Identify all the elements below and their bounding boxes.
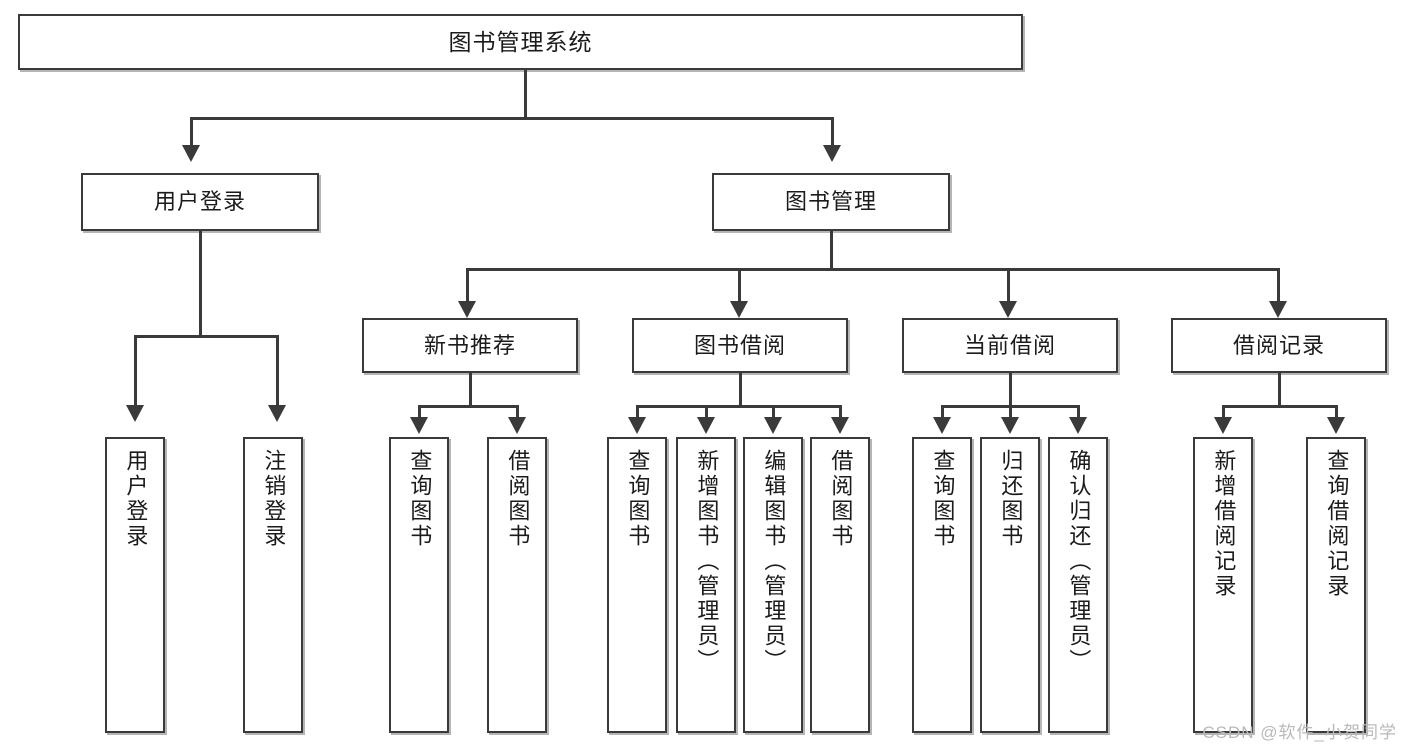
arrowhead-nbr-leaf-2 [508,417,526,434]
connector-cb-drop-2 [1009,405,1012,419]
arrowhead-nbr-leaf-1 [410,417,428,434]
connector-bm-drop-1 [466,268,469,304]
leaf-bb-borrow-book[interactable]: 借阅图书 [810,437,870,733]
connector-bb-drop-2 [705,405,708,419]
leaf-br-add-record[interactable]: 新增借阅记录 [1193,437,1253,733]
node-label: 图书管理 [784,189,877,215]
arrowhead-br-leaf-2 [1327,417,1345,434]
node-root-system[interactable]: 图书管理系统 [18,14,1023,70]
arrowhead-leaf-user-login [126,405,144,422]
arrowhead-cb-leaf-1 [933,417,951,434]
arrowhead-bb-leaf-1 [628,417,646,434]
leaf-label: 编辑图书（管理员） [761,449,787,674]
connector-root-drop-left [190,117,193,147]
arrowhead-bb-leaf-2 [697,417,715,434]
arrowhead-new-book-recommend [458,301,476,318]
leaf-bb-edit-book-admin[interactable]: 编辑图书（管理员） [743,437,803,733]
leaf-label: 归还图书 [998,449,1024,549]
connector-bm-drop-2 [738,268,741,304]
connector-br-stem [1278,373,1281,408]
connector-user-login-drop-1 [134,335,137,407]
leaf-br-query-record[interactable]: 查询借阅记录 [1306,437,1366,733]
connector-nbr-bus [418,405,519,408]
connector-cb-stem [1009,373,1012,408]
node-label: 用户登录 [153,189,246,215]
node-book-borrow[interactable]: 图书借阅 [632,318,848,373]
leaf-cb-confirm-return-admin[interactable]: 确认归还（管理员） [1048,437,1108,733]
leaf-label: 新增图书（管理员） [694,449,720,674]
arrowhead-bb-leaf-3 [764,417,782,434]
connector-bm-drop-4 [1277,268,1280,304]
node-label: 当前借阅 [963,332,1056,358]
leaf-label: 查询图书 [407,449,433,549]
leaf-label: 查询图书 [930,449,956,549]
node-label: 图书借阅 [693,332,786,358]
node-label: 图书管理系统 [448,28,593,55]
leaf-nbr-borrow-book[interactable]: 借阅图书 [487,437,547,733]
connector-bb-drop-1 [636,405,639,419]
connector-root-drop-right [831,117,834,147]
arrowhead-br-leaf-1 [1214,417,1232,434]
leaf-cb-return-book[interactable]: 归还图书 [980,437,1040,733]
connector-book-manage-bus [466,268,1280,271]
connector-cb-drop-3 [1077,405,1080,419]
connector-bb-stem [739,373,742,408]
connector-cb-drop-1 [941,405,944,419]
leaf-label: 查询借阅记录 [1324,449,1350,599]
connector-nbr-drop-2 [516,405,519,419]
connector-nbr-stem [469,373,472,408]
arrowhead-book-manage [823,145,841,162]
leaf-nbr-query-book[interactable]: 查询图书 [389,437,449,733]
arrowhead-user-login [182,145,200,162]
arrowhead-cb-leaf-2 [1001,417,1019,434]
leaf-label: 新增借阅记录 [1211,449,1237,599]
node-user-login[interactable]: 用户登录 [81,173,319,231]
connector-bb-bus [636,405,842,408]
leaf-label: 确认归还（管理员） [1066,449,1092,674]
leaf-cb-query-book[interactable]: 查询图书 [912,437,972,733]
connector-root-stem [524,70,527,119]
leaf-logout[interactable]: 注销登录 [243,437,303,733]
leaf-label: 用户登录 [123,449,149,549]
node-borrow-record[interactable]: 借阅记录 [1171,318,1387,373]
node-book-manage[interactable]: 图书管理 [712,173,950,231]
leaf-bb-query-book[interactable]: 查询图书 [607,437,667,733]
connector-root-bus [190,117,834,120]
arrowhead-bb-leaf-4 [831,417,849,434]
connector-br-bus [1222,405,1338,408]
connector-bb-drop-4 [839,405,842,419]
arrowhead-leaf-logout [268,405,286,422]
arrowhead-cb-leaf-3 [1069,417,1087,434]
connector-bm-drop-3 [1007,268,1010,304]
connector-br-drop-2 [1335,405,1338,419]
node-current-borrow[interactable]: 当前借阅 [902,318,1118,373]
arrowhead-book-borrow [730,301,748,318]
node-new-book-recommend[interactable]: 新书推荐 [362,318,578,373]
leaf-label: 查询图书 [625,449,651,549]
connector-user-login-bus [134,335,279,338]
connector-br-drop-1 [1222,405,1225,419]
leaf-user-login[interactable]: 用户登录 [105,437,165,733]
arrowhead-current-borrow [999,301,1017,318]
connector-book-manage-stem [830,231,833,271]
connector-nbr-drop-1 [418,405,421,419]
connector-bb-drop-3 [772,405,775,419]
leaf-label: 借阅图书 [828,449,854,549]
node-label: 新书推荐 [423,332,516,358]
leaf-label: 借阅图书 [505,449,531,549]
leaf-bb-add-book-admin[interactable]: 新增图书（管理员） [676,437,736,733]
arrowhead-borrow-record [1269,301,1287,318]
leaf-label: 注销登录 [261,449,287,549]
connector-user-login-drop-2 [276,335,279,407]
node-label: 借阅记录 [1232,332,1325,358]
connector-user-login-stem [199,231,202,338]
